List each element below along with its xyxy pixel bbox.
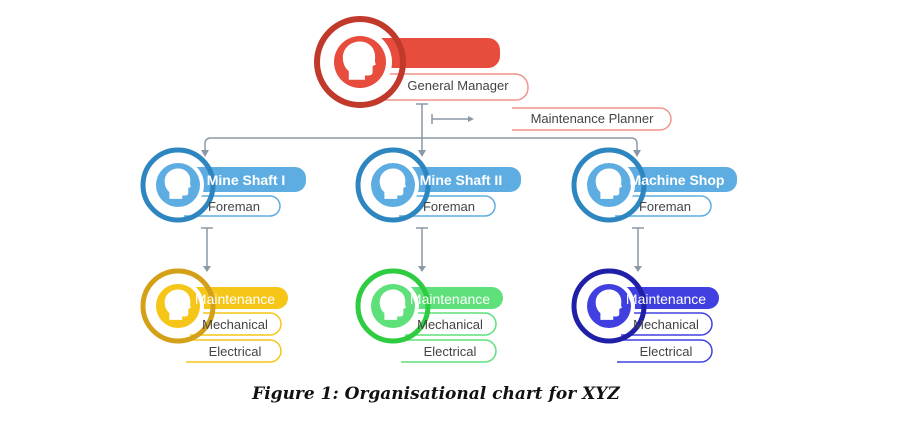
arrowhead bbox=[633, 150, 641, 157]
outer-ring bbox=[571, 268, 647, 344]
gm-outer-ring bbox=[314, 16, 406, 108]
planner-pill bbox=[512, 107, 672, 131]
maintenance-item: Electrical bbox=[424, 344, 477, 359]
arrowhead bbox=[201, 150, 209, 157]
connector-ticks bbox=[201, 103, 644, 229]
gm-title-pill bbox=[380, 73, 529, 101]
outer-ring bbox=[140, 147, 216, 223]
arrowheads bbox=[201, 116, 642, 272]
planner-label: Maintenance Planner bbox=[531, 111, 655, 126]
unit-subtitle: Foreman bbox=[639, 199, 691, 214]
maintenance-title: Maintenance bbox=[626, 291, 706, 307]
outer-ring bbox=[355, 147, 431, 223]
node-unit: Mine Shaft II Foreman bbox=[355, 147, 521, 223]
node-general-manager: General Manager bbox=[314, 16, 529, 108]
unit-subtitle: Foreman bbox=[208, 199, 260, 214]
gm-title: General Manager bbox=[407, 78, 509, 93]
unit-subtitle: Foreman bbox=[423, 199, 475, 214]
outer-ring bbox=[571, 147, 647, 223]
org-chart: General Manager Maintenance Planner Mine… bbox=[140, 16, 737, 363]
maintenance-nodes: MaintenanceMechanicalElectricalMaintenan… bbox=[140, 268, 719, 363]
outer-ring bbox=[140, 268, 216, 344]
maintenance-item: Mechanical bbox=[633, 317, 699, 332]
maintenance-title-bar bbox=[611, 287, 719, 309]
maintenance-item: Mechanical bbox=[417, 317, 483, 332]
unit-title: Mine Shaft II bbox=[420, 172, 502, 188]
outer-ring bbox=[355, 268, 431, 344]
connector-horizontal bbox=[204, 137, 638, 152]
arrowhead bbox=[634, 266, 642, 272]
unit-title: Mine Shaft I bbox=[207, 172, 286, 188]
maintenance-item-pill bbox=[401, 339, 497, 363]
connector-lines bbox=[204, 104, 639, 268]
maintenance-item: Electrical bbox=[640, 344, 693, 359]
maintenance-item: Electrical bbox=[209, 344, 262, 359]
maintenance-title: Maintenance bbox=[410, 291, 490, 307]
node-unit: Mine Shaft I Foreman bbox=[140, 147, 306, 223]
maintenance-title: Maintenance bbox=[195, 291, 275, 307]
maintenance-title-bar bbox=[180, 287, 288, 309]
arrowhead bbox=[418, 266, 426, 272]
maintenance-item-pill bbox=[617, 339, 713, 363]
arrowhead bbox=[468, 116, 474, 122]
gm-title-bar bbox=[358, 38, 500, 68]
figure-caption: Figure 1: Organisational chart for XYZ bbox=[252, 384, 620, 404]
maintenance-item: Mechanical bbox=[202, 317, 268, 332]
arrowhead bbox=[418, 150, 426, 157]
node-maintenance-planner: Maintenance Planner bbox=[512, 107, 672, 131]
unit-title: Machine Shop bbox=[630, 172, 725, 188]
arrowhead bbox=[203, 266, 211, 272]
maintenance-item-pill bbox=[186, 339, 282, 363]
maintenance-title-bar bbox=[395, 287, 503, 309]
